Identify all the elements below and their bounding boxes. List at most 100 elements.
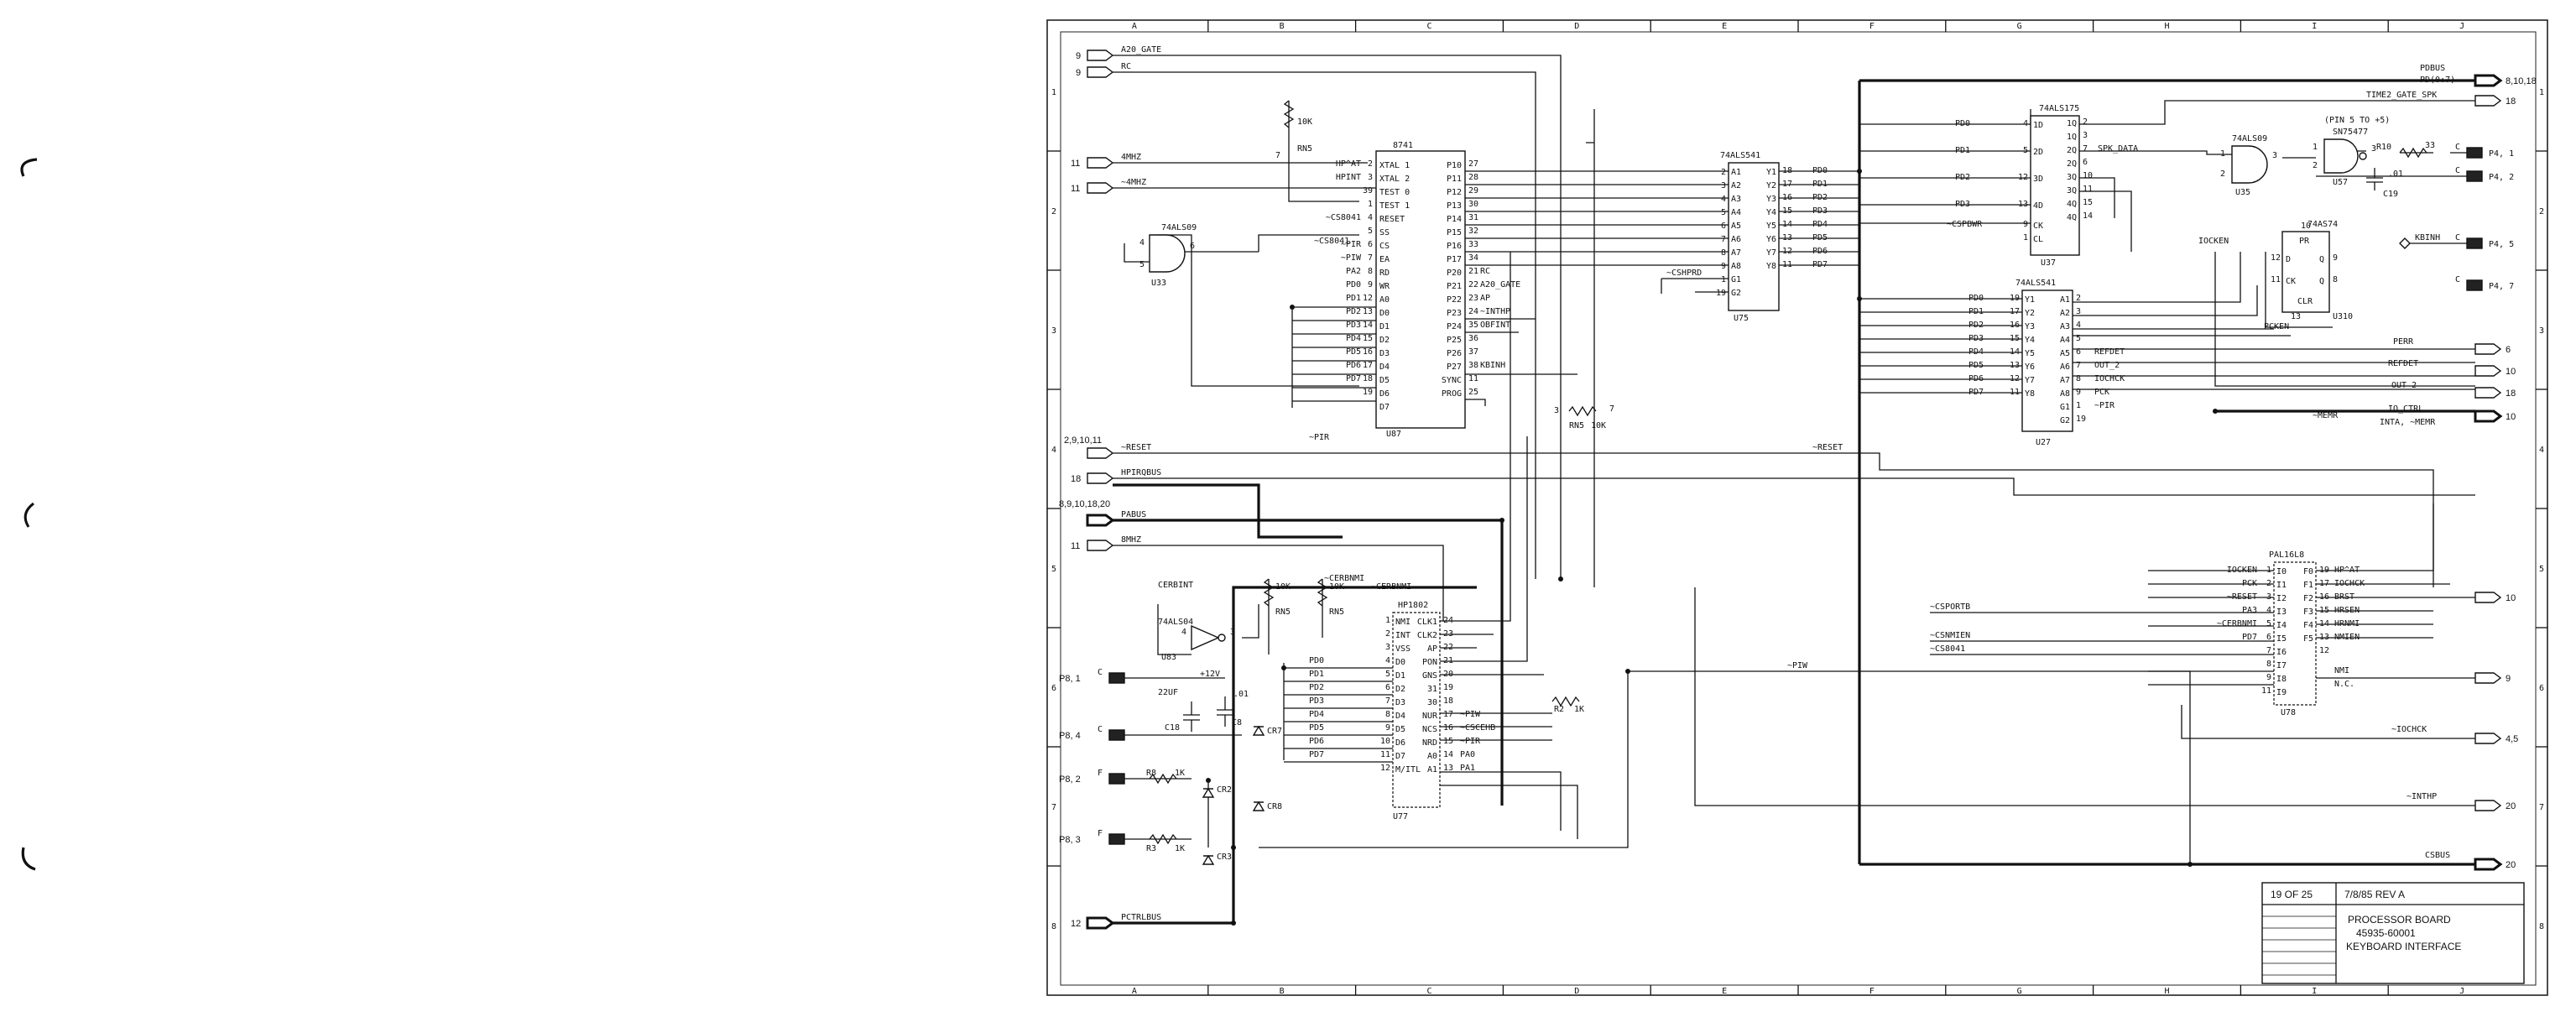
svg-text:8,10,18: 8,10,18	[2506, 76, 2537, 86]
u87-pin-label: P24	[1447, 322, 1462, 331]
p4-5[interactable]: C P4, 5	[2455, 233, 2514, 249]
p4-7[interactable]: C P4, 7	[2455, 275, 2514, 291]
u75-pin-number: 16	[1782, 193, 1792, 202]
u27-pin-number: 11	[2010, 388, 2020, 397]
u87-pin-label: EA	[1379, 255, 1390, 264]
p8-4[interactable]: P8, 4 C	[1059, 725, 1125, 741]
u57-nand-driver[interactable]: (PIN 5 TO +5) SN75477 U57 1 2 3	[2313, 116, 2390, 187]
svg-text:RN5: RN5	[1275, 608, 1291, 617]
p8-3[interactable]: P8, 3 F	[1059, 829, 1125, 845]
u27-signal-label: PD2	[1969, 321, 1984, 330]
u77-pin-label: CLK2	[1417, 631, 1437, 640]
conn-4mhz-n[interactable]: 11 ~4MHZ	[1071, 178, 1146, 194]
svg-text:A20_GATE: A20_GATE	[1121, 45, 1161, 55]
u27-pin-label: Y5	[2025, 349, 2035, 358]
svg-text:P4, 1: P4, 1	[2489, 149, 2514, 159]
u87-pin-label: P26	[1447, 349, 1462, 358]
conn-reset[interactable]: 2,9,10,11 ~RESET	[1064, 435, 1151, 459]
conn-8mhz[interactable]: 11 8MHZ	[1071, 535, 1141, 551]
conn-4mhz[interactable]: 11 4MHZ	[1071, 153, 1141, 169]
u78-pin-number: 11	[2261, 686, 2271, 696]
p4-2[interactable]: C P4, 2	[2455, 166, 2514, 182]
u87-pin-label: D1	[1379, 322, 1390, 331]
conn-pal-out[interactable]: 10	[2474, 592, 2516, 603]
conn-a20-gate[interactable]: 9 A20_GATE	[1076, 45, 1161, 61]
u87-signal-label: ~PIR	[1341, 240, 1362, 249]
u78-pal16l8[interactable]: PAL16L8 U78 I01IOCKENI12PCKI23~RESETI34P…	[2217, 550, 2365, 717]
conn-hpirqbus[interactable]: 18 HPIRQBUS	[1071, 468, 1161, 484]
u87-pin-label: A0	[1379, 295, 1390, 305]
svg-text:U35: U35	[2235, 188, 2250, 197]
svg-text:PDBUS: PDBUS	[2420, 64, 2445, 73]
u37-pin-number: 12	[2018, 173, 2028, 182]
conn-time2-gate-spk[interactable]: TIME2_GATE_SPK 18	[2366, 91, 2516, 107]
svg-text:2: 2	[2220, 170, 2225, 179]
u77-hp1802[interactable]: HP1802 U77 ~CERBNMI NMI1INT2VSS3D04PD0D1…	[1309, 582, 1495, 821]
u75-pin-number: 18	[1782, 166, 1792, 175]
svg-text:C8: C8	[1232, 718, 1242, 728]
u37-74als175[interactable]: 74ALS175 U37 ~CSPBWR SPK_DATA 1D4PD02D5P…	[1947, 104, 2138, 268]
u27-pin-label: Y7	[2025, 376, 2035, 385]
u87-pin-number: 29	[1468, 186, 1478, 196]
u27-signal-label: PD5	[1969, 361, 1984, 370]
r8-resistor: R8 1K	[1146, 769, 1185, 785]
u87-pin-label: PROG	[1442, 389, 1462, 399]
u37-pin-number: 7	[2083, 144, 2088, 154]
u78-signal-label: HP^AT	[2334, 566, 2360, 575]
u87-pin-label: P13	[1447, 201, 1462, 211]
conn-io-ctrl[interactable]: IO_CTRL INTA, ~MEMR ~MEMR 10	[2313, 404, 2516, 427]
conn-inthp[interactable]: ~INTHP 20	[2407, 792, 2516, 811]
svg-text:11: 11	[1071, 541, 1080, 551]
conn-kbinh[interactable]: KBINH	[2399, 233, 2440, 249]
p4-1[interactable]: C P4, 1	[2455, 143, 2514, 159]
u75-74als541[interactable]: 74ALS541 U75 ~CSHPRD A12A23A34A45A56A67A…	[1666, 151, 1828, 323]
conn-out2[interactable]: OUT_2 18	[2391, 381, 2516, 399]
u75-pin-number: 1	[1721, 275, 1726, 284]
conn-nmi[interactable]: 9	[2474, 672, 2511, 684]
conn-pdbus[interactable]: PDBUS PD(0:7) 8,10,18	[2420, 64, 2537, 87]
grid-row-label: 8	[1051, 922, 1056, 931]
grid-row-label: 5	[1051, 565, 1056, 574]
u87-signal-label: RC	[1480, 267, 1490, 276]
u310-pin-label: Q	[2319, 277, 2324, 286]
p8-1[interactable]: P8, 1 C	[1059, 668, 1125, 684]
u75-pin-number: 3	[1721, 181, 1726, 190]
u83-inverter[interactable]: 74ALS04 U83 4 3 CERBINT	[1158, 581, 1235, 662]
u33-and-gate[interactable]: 74ALS09 U33 4 5 6	[1139, 223, 1197, 288]
u310-pin-label: Q	[2319, 255, 2324, 264]
u27-74als541[interactable]: 74ALS541 U27 Y119PD0Y217PD1Y316PD2Y415PD…	[1969, 279, 2125, 447]
u37-pin-number: 11	[2083, 185, 2093, 194]
svg-text:CR3: CR3	[1217, 853, 1232, 862]
conn-iochck[interactable]: ~IOCHCK 4,5	[2391, 725, 2518, 744]
u87-pin-label: P20	[1447, 269, 1462, 278]
conn-pctrlbus[interactable]: 12 PCTRLBUS	[1071, 913, 1161, 930]
u77-pin-label: NRD	[1422, 738, 1437, 748]
svg-text:3: 3	[2371, 144, 2376, 154]
u35-and-gate[interactable]: 74ALS09 U35 1 2 3	[2220, 134, 2277, 197]
u78-signal-label: NMI	[2334, 666, 2349, 675]
u87-signal-label: PD2	[1346, 307, 1361, 316]
conn-refdet[interactable]: REFDET 10	[2388, 359, 2516, 377]
p8-2[interactable]: P8, 2 F	[1059, 769, 1125, 785]
svg-text:~CS8041: ~CS8041	[1930, 644, 1965, 654]
cr3-diode: CR3	[1202, 853, 1232, 865]
conn-perr[interactable]: PERR 6	[2393, 337, 2511, 355]
u75-signal-label: PD3	[1812, 206, 1828, 216]
conn-csbus[interactable]: CSBUS 20	[2425, 851, 2516, 871]
svg-text:~CSHPRD: ~CSHPRD	[1666, 269, 1702, 278]
u87-pin-label: P10	[1447, 161, 1462, 170]
grid-col-label: A	[1132, 22, 1137, 31]
conn-pabus[interactable]: 8,9,10,18,20 PABUS	[1059, 499, 1146, 527]
u37-pin-number: 2	[2083, 117, 2088, 127]
u75-pin-label: A8	[1731, 262, 1741, 271]
u87-pin-label: CS	[1379, 242, 1390, 251]
u87-pin-number: 36	[1468, 334, 1478, 343]
svg-text:74ALS175: 74ALS175	[2039, 104, 2079, 113]
grid-col-label: C	[1426, 987, 1431, 996]
svg-text:PAL16L8: PAL16L8	[2269, 550, 2304, 560]
u27-pin-label: Y6	[2025, 362, 2035, 372]
conn-rc[interactable]: 9 RC	[1076, 62, 1131, 78]
u37-pin-label: CK	[2033, 222, 2043, 231]
